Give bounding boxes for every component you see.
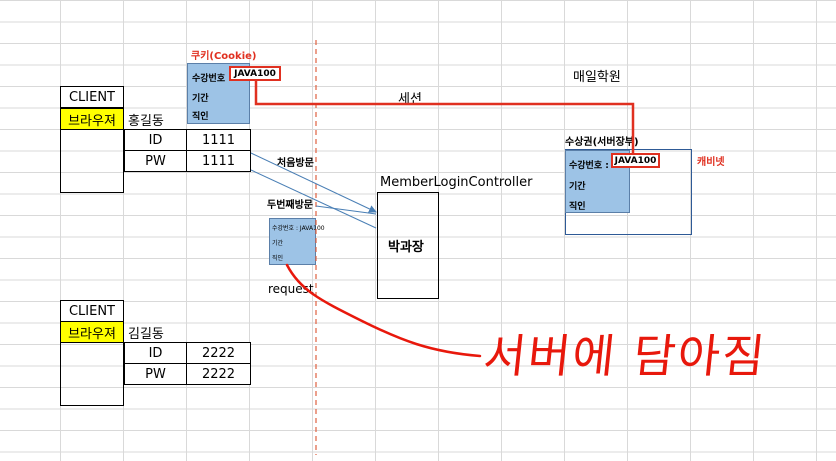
ticket-java-value: JAVA100 [611,153,660,168]
pw-key: PW [124,150,187,172]
session-connector [254,81,635,153]
academy-label: 매일학원 [573,70,621,85]
ticket-line3: 직인 [569,202,586,212]
cookie-card: 수강번호 : 기간 직인 [187,63,250,124]
request-line2: 기간 [272,240,284,247]
handwritten-note: 서버에 담아짐 [480,329,770,383]
ticket-title: 수상권(서버장부) [565,137,639,148]
controller-label: MemberLoginController [380,175,533,190]
second-visit-line [250,169,377,229]
id-key: ID [124,342,187,364]
cookie-java-value: JAVA100 [229,66,281,81]
controller-box-label: 박과장 [388,240,424,255]
handwritten-curve [285,263,482,358]
second-visit-label: 두번째방문 [267,200,313,211]
ticket-line2: 기간 [569,182,586,192]
client-name: 김길동 [128,327,164,342]
controller-box [377,192,439,299]
id-value: 1111 [186,129,251,151]
cookie-line3: 직인 [192,112,209,122]
pw-key: PW [124,363,187,385]
request-line1: 수강번호 : JAVA100 [272,225,325,232]
request-card: 수강번호 : JAVA100 기간 직인 [269,218,325,265]
cookie-title: 쿠키(Cookie) [191,51,257,62]
client-header: CLIENT [60,86,124,108]
pw-value: 1111 [186,150,251,172]
first-visit-label: 처음방문 [277,158,314,169]
request-line3: 직인 [272,255,284,262]
pw-value: 2222 [186,363,251,385]
client-name: 홍길동 [128,114,164,129]
cookie-line2: 기간 [192,94,209,104]
second-visit-arrow-tail [315,205,377,215]
client-body [60,129,124,193]
cabinet-label: 캐비넷 [697,157,725,168]
ticket-line1-label: 수강번호 : [569,161,609,171]
cookie-line1-label: 수강번호 : [192,74,232,84]
client-body [60,342,124,406]
first-visit-arrow [250,152,377,213]
